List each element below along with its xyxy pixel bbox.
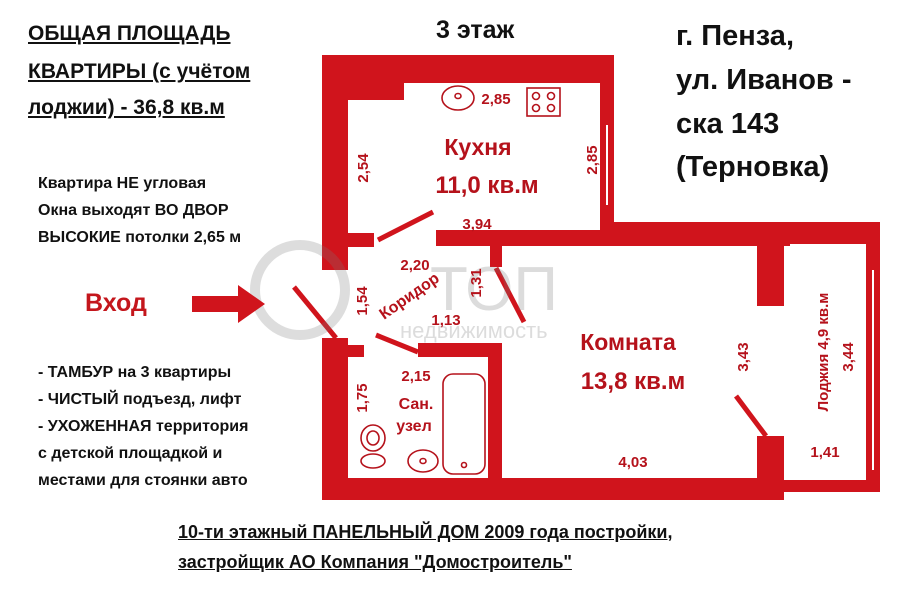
wall — [322, 478, 784, 500]
room-door — [493, 266, 527, 324]
washbasin-icon — [407, 449, 439, 473]
wall — [488, 345, 502, 480]
floor-label: 3 этаж — [436, 16, 515, 44]
wall — [490, 245, 502, 267]
dim-corridor-right: 1,31 — [468, 268, 485, 297]
extra-item: с детской площадкой и — [38, 445, 223, 462]
sink-icon — [441, 85, 475, 111]
loggia-door — [734, 394, 768, 438]
extra-item: местами для стоянки авто — [38, 472, 248, 489]
dim-loggia-width: 1,41 — [810, 444, 839, 461]
loggia-name: Лоджия 4,9 кв.м — [815, 293, 832, 412]
windows — [606, 125, 874, 470]
address-line2: ул. Иванов - — [676, 64, 852, 96]
dim-room-right: 3,43 — [735, 342, 752, 371]
wall — [322, 338, 348, 500]
wall — [322, 345, 364, 357]
door-swings — [292, 209, 768, 438]
address-line1: г. Пенза, — [676, 20, 794, 52]
dim-kitchen-bottom: 3,94 — [462, 216, 492, 233]
entrance-label: Вход — [85, 289, 147, 317]
dim-loggia-length: 3,44 — [840, 342, 857, 372]
total-area-line2: КВАРТИРЫ (с учётом — [28, 60, 251, 83]
extra-item: - ЧИСТЫЙ подъезд, лифт — [38, 391, 242, 408]
dim-corridor-top: 2,20 — [400, 257, 429, 274]
address-line4: (Терновка) — [676, 151, 830, 183]
watermark: ТОП недвижимость — [250, 240, 558, 343]
room-name: Комната — [580, 329, 676, 355]
total-area-line1: ОБЩАЯ ПЛОЩАДЬ — [28, 22, 231, 45]
dim-room-bottom: 4,03 — [618, 454, 647, 471]
dim-bath-top: 2,15 — [401, 368, 430, 385]
entry-door — [292, 285, 338, 340]
entrance-arrow-icon — [192, 285, 265, 323]
extra-item: - УХОЖЕННАЯ территория — [38, 418, 249, 435]
bath-name-1: Сан. — [399, 396, 434, 413]
kitchen-area: 11,0 кв.м — [435, 172, 538, 199]
total-area-line3: лоджии) - 36,8 кв.м — [28, 96, 225, 119]
footer-line2: застройщик АО Компания "Домостроитель" — [178, 552, 572, 572]
address-line3: ска 143 — [676, 108, 780, 140]
stove-icon — [526, 87, 561, 117]
feature-item: Квартира НЕ угловая — [38, 175, 207, 192]
dim-kitchen-top: 2,85 — [481, 91, 510, 108]
wall — [612, 222, 880, 244]
dim-bath-left: 1,75 — [354, 383, 371, 412]
dim-corridor-bottom: 1,13 — [431, 312, 460, 329]
wall — [322, 233, 374, 247]
walls — [322, 55, 880, 500]
kitchen-door — [376, 209, 435, 243]
toilet-icon — [360, 424, 386, 469]
watermark-subtitle: недвижимость — [400, 318, 548, 343]
watermark-title: ТОП — [430, 255, 558, 324]
bathtub-icon — [442, 373, 486, 475]
footer-line1: 10-ти этажный ПАНЕЛЬНЫЙ ДОМ 2009 года по… — [178, 522, 673, 542]
bath-name-2: узел — [396, 418, 432, 435]
wall — [418, 343, 502, 357]
dim-corridor-left: 1,54 — [354, 286, 371, 316]
extra-item: - ТАМБУР на 3 квартиры — [38, 364, 232, 381]
dim-kitchen-left: 2,54 — [355, 153, 372, 183]
wall — [322, 55, 404, 100]
wall — [757, 240, 784, 306]
feature-item: Окна выходят ВО ДВОР — [38, 202, 229, 219]
room-area: 13,8 кв.м — [581, 368, 686, 395]
dim-kitchen-right: 2,85 — [584, 145, 601, 174]
wall — [784, 480, 880, 492]
bath-door — [375, 332, 419, 355]
feature-item: ВЫСОКИЕ потолки 2,65 м — [38, 229, 242, 246]
kitchen-name: Кухня — [444, 134, 511, 160]
